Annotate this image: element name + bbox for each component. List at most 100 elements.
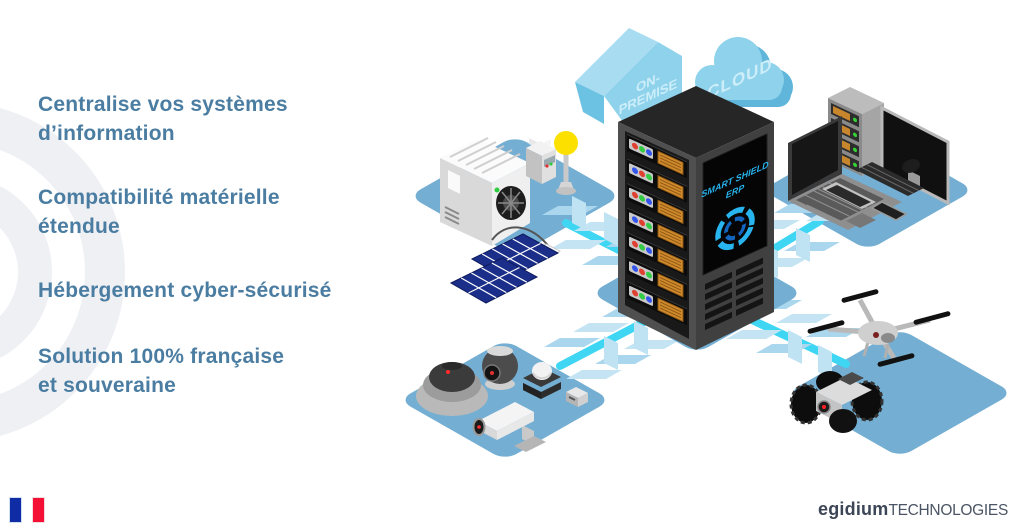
drone-legs xyxy=(862,341,890,359)
bullet-body-top xyxy=(478,402,534,431)
hvac-unit xyxy=(440,137,530,246)
monitor-screen xyxy=(880,105,950,206)
flag-blue-band xyxy=(9,497,22,523)
beam-stripe xyxy=(784,242,840,251)
server-unit xyxy=(627,256,687,301)
keyboard-rows xyxy=(861,164,919,194)
call-button-side xyxy=(523,383,541,399)
smartphone xyxy=(870,201,908,221)
benefit-text-4: Solution 100% française et souveraine xyxy=(38,342,378,400)
keyboard xyxy=(856,162,924,196)
ugv-robot xyxy=(789,371,884,433)
cabinet-led-green xyxy=(549,162,553,166)
server-screen: SMART SHIELD ERP xyxy=(701,133,769,331)
hvac-fan-blades xyxy=(498,188,524,218)
solar-grid-b xyxy=(460,262,528,299)
benefit-1-line-1: Centralise vos systèmes xyxy=(38,93,288,116)
beam-stripe xyxy=(550,240,606,249)
house-roof xyxy=(575,28,658,96)
robot-wheel-front xyxy=(829,409,857,433)
beam-stripe-bar xyxy=(788,330,802,364)
benefit-text-3: Hébergement cyber-sécurisé xyxy=(38,276,378,305)
benefit-2-line-2: étendue xyxy=(38,215,120,238)
benefit-3-line-1: Hébergement cyber-sécurisé xyxy=(38,279,332,302)
brand-name-light: TECHNOLOGIES xyxy=(888,502,1008,519)
beam-stripe xyxy=(624,340,680,349)
beam-stripe xyxy=(566,370,622,379)
benefit-text-1: Centralise vos systèmes d’information xyxy=(38,90,378,148)
mouse xyxy=(902,159,920,173)
smart-shield-logo-ring-outer xyxy=(715,206,755,251)
ptz-cap xyxy=(487,346,513,356)
smart-shield-logo-ring-inner xyxy=(724,216,746,241)
watermark-outer-ring xyxy=(0,108,125,436)
tablet xyxy=(822,182,876,209)
beam-stripe xyxy=(595,355,651,364)
mini-rack-top xyxy=(828,87,884,114)
hvac-status-led xyxy=(494,187,500,193)
sensor-right xyxy=(578,393,588,407)
bullet-bracket-foot xyxy=(514,436,546,452)
robot-body-top xyxy=(816,377,872,405)
cabinet-display xyxy=(544,155,555,167)
flag-red-band xyxy=(32,497,46,523)
benefit-4-line-2: et souveraine xyxy=(38,374,176,397)
benefit-4-line-1: Solution 100% française xyxy=(38,345,285,368)
dome-top xyxy=(429,362,475,392)
hvac-label xyxy=(448,170,460,194)
control-cabinet xyxy=(526,133,556,184)
drone-rotor xyxy=(877,353,915,367)
laptop xyxy=(788,116,902,230)
server-unit xyxy=(627,183,687,228)
cabinet-left xyxy=(526,148,542,184)
benefit-2-line-1: Compatibilité matérielle xyxy=(38,186,280,209)
server-unit xyxy=(627,281,687,326)
screen-panel xyxy=(702,133,768,276)
french-flag xyxy=(9,497,46,523)
benefit-text-2: Compatibilité matérielle étendue xyxy=(38,183,378,241)
drone xyxy=(807,289,951,367)
ptz-led xyxy=(490,371,494,375)
hvac-top-slats xyxy=(449,137,521,174)
mini-rack-unit xyxy=(831,103,859,128)
lamp-pole xyxy=(563,153,569,190)
flag-white-band xyxy=(21,497,33,521)
server-unit xyxy=(627,207,687,252)
dome-led xyxy=(446,370,450,374)
cloud-icon: CLOUD xyxy=(695,37,793,107)
benefit-1-line-2: d’information xyxy=(38,122,175,145)
server-rack: SMART SHIELD ERP xyxy=(618,86,774,350)
server-unit xyxy=(627,134,687,179)
server-unit xyxy=(627,158,687,203)
beam-bottom-left xyxy=(544,308,680,379)
call-button xyxy=(523,362,561,399)
server-unit xyxy=(627,232,687,277)
keyboard-body xyxy=(856,162,924,196)
sensor-box xyxy=(566,387,588,407)
call-button-dome-shade xyxy=(532,372,552,380)
sensor-slot xyxy=(568,396,576,401)
brand-name-bold: egidium xyxy=(818,499,889,519)
smartphone-body xyxy=(870,201,908,221)
robot-module xyxy=(838,372,864,385)
beam-stripe xyxy=(776,314,832,323)
cabinet-top xyxy=(526,141,556,156)
ptz-camera xyxy=(482,346,518,390)
bullet-led xyxy=(477,425,481,429)
rack-server-units xyxy=(627,134,687,326)
tablet-screen xyxy=(826,185,871,207)
house-side-wall xyxy=(575,82,604,124)
drone-rotor xyxy=(807,320,845,334)
dome-camera xyxy=(416,362,488,416)
robot-camera-led xyxy=(822,405,826,409)
bullet-camera xyxy=(472,402,546,452)
cabinet-led-red xyxy=(545,164,549,168)
cabinet-cap-top xyxy=(529,133,551,144)
drone-camera xyxy=(873,332,879,338)
call-button-right xyxy=(541,382,561,399)
laptop-screen xyxy=(792,121,838,195)
drone-rotor xyxy=(841,289,879,303)
